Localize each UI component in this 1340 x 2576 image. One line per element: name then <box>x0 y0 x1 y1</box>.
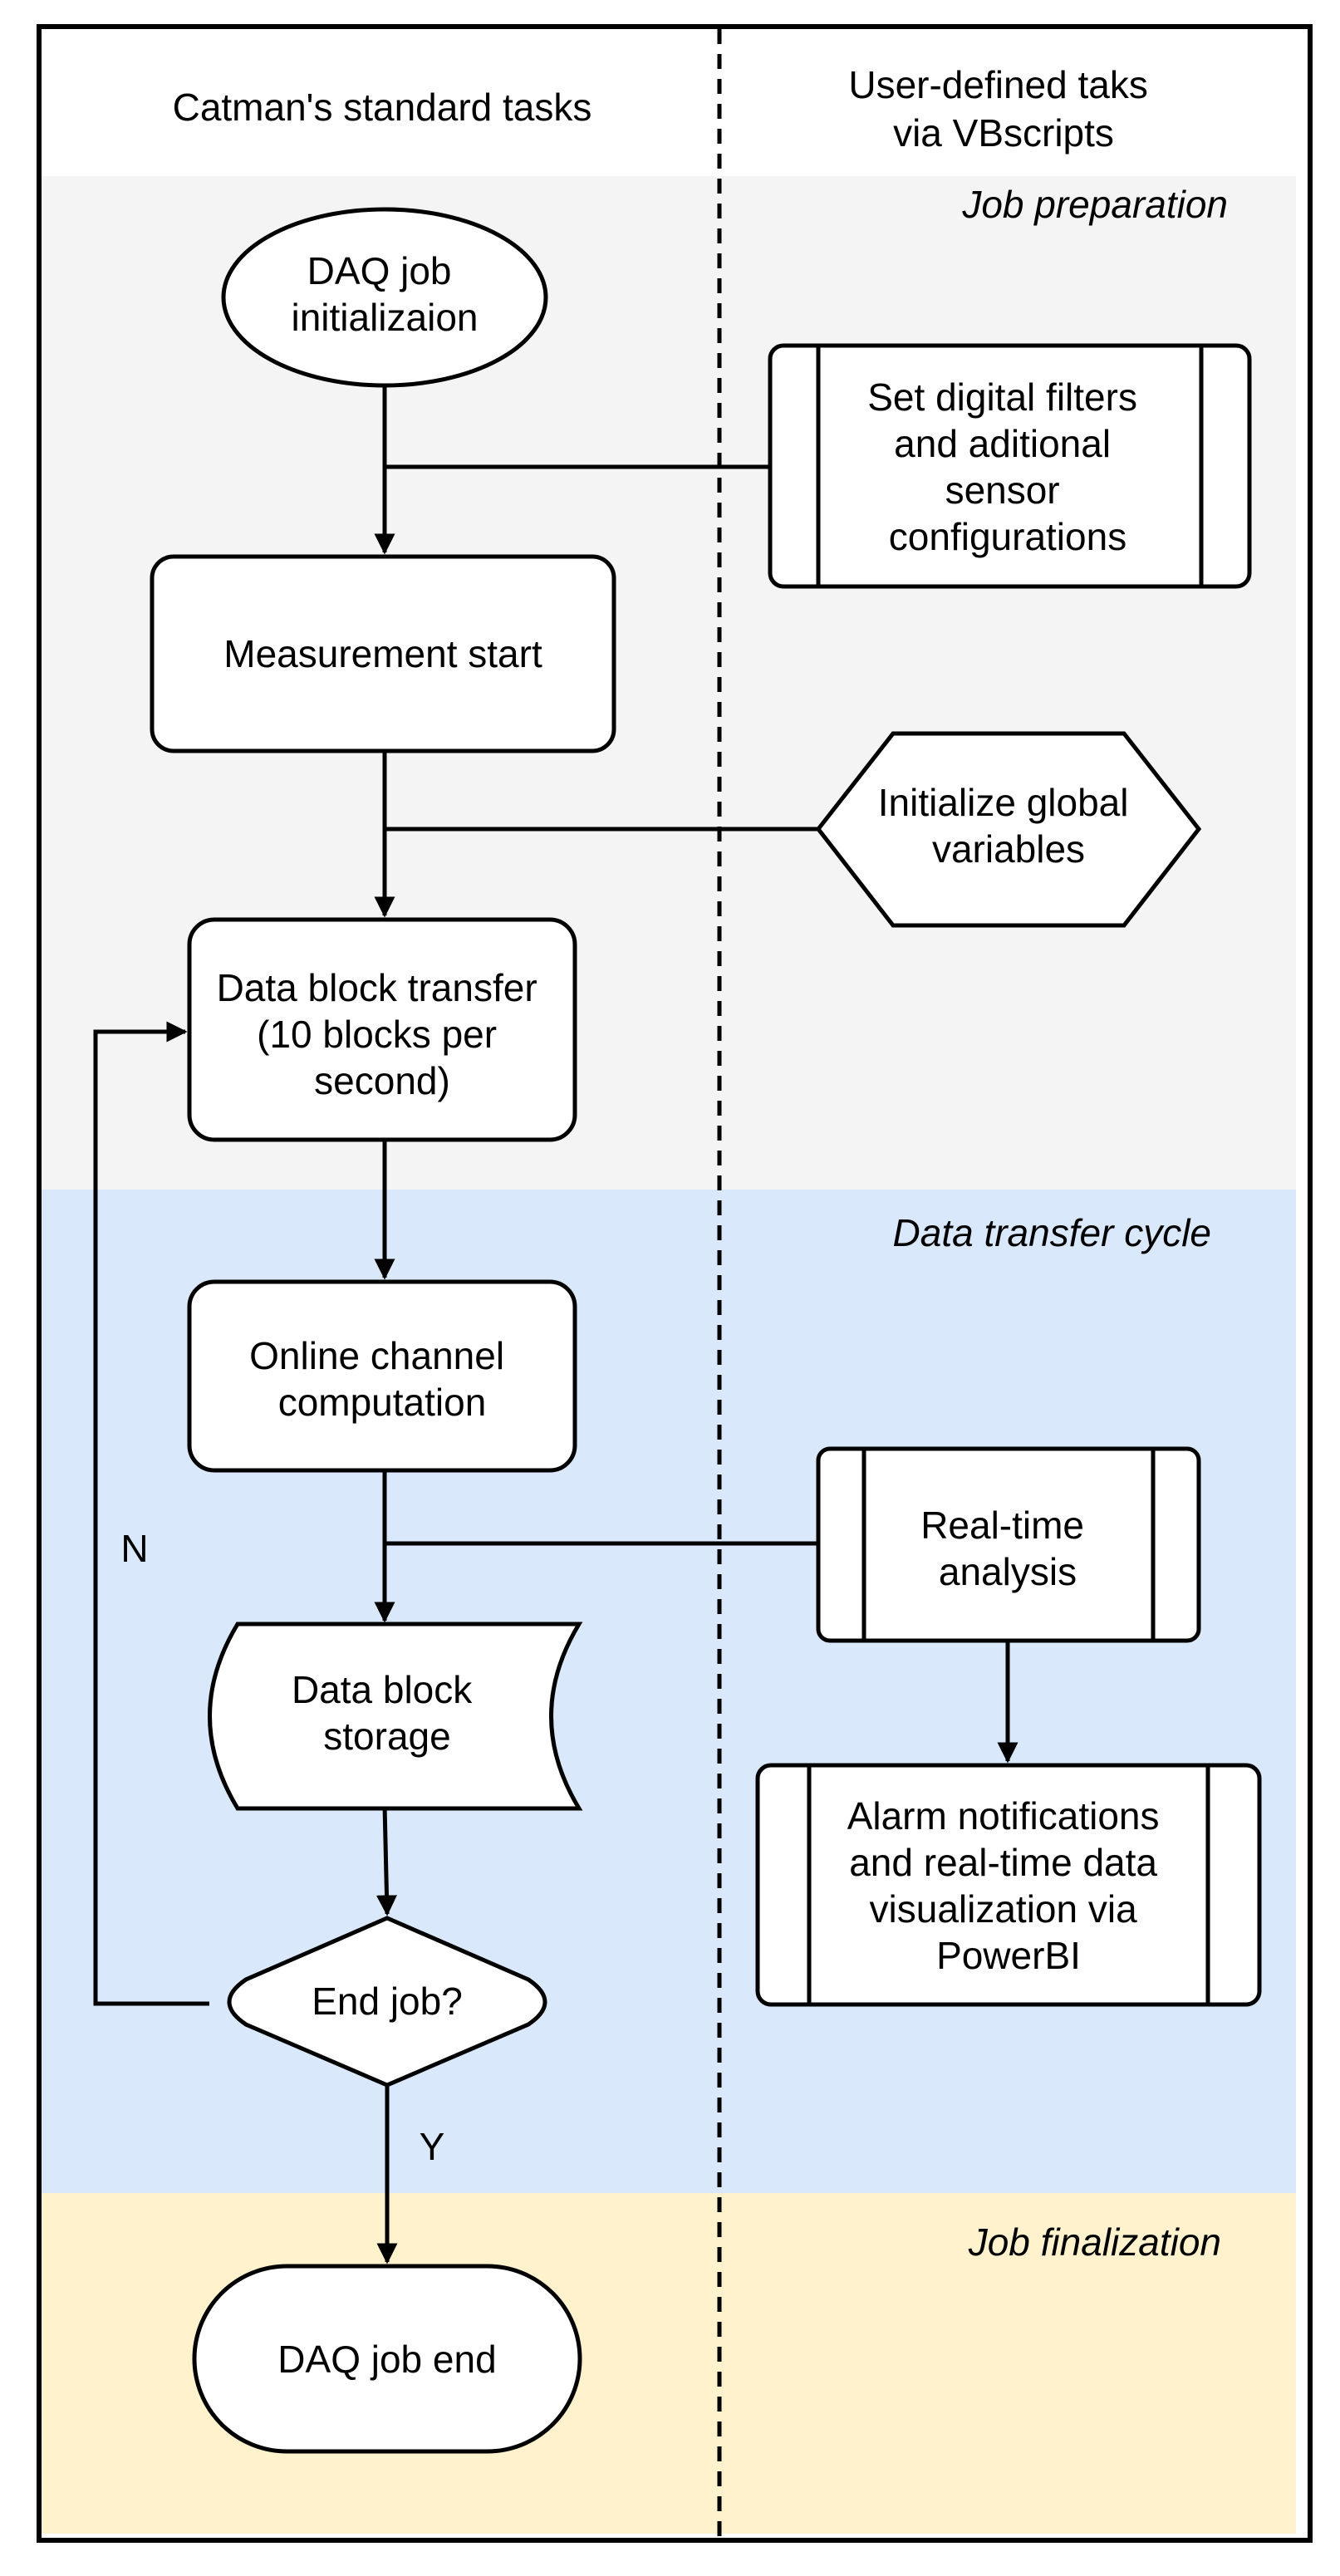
node-end-job-decision: End job? <box>227 1916 547 2088</box>
alarms-line-4: PowerBI <box>936 1934 1081 1977</box>
connectors <box>93 387 1018 2264</box>
filters-line-4: configurations <box>889 515 1126 558</box>
node-daq-init: DAQ job initializaion <box>221 207 548 388</box>
realtime-analysis-shape <box>816 1446 1201 1643</box>
right-lane-header-line-1: User-defined taks <box>848 63 1148 106</box>
filters-line-2: and aditional <box>894 422 1111 465</box>
data-transfer-line-3: second) <box>314 1059 450 1102</box>
end-decision-label: End job? <box>312 1980 463 2023</box>
right-lane-header-line-2: via VBscripts <box>893 111 1114 155</box>
storage-shape <box>208 1622 583 1811</box>
node-data-block-transfer: Data block transfer (10 blocks per secon… <box>187 917 577 1142</box>
node-set-digital-filters: Set digital filters and aditional sensor… <box>768 343 1252 589</box>
data-transfer-shape <box>187 917 577 1142</box>
filters-line-1: Set digital filters <box>867 375 1137 419</box>
node-online-computation: Online channel computation <box>187 1279 577 1473</box>
alarms-shape <box>755 1763 1262 2007</box>
realtime-analysis-line-2: analysis <box>939 1550 1077 1593</box>
node-daq-end: DAQ job end <box>192 2264 582 2454</box>
storage-line-2: storage <box>323 1715 450 1758</box>
online-computation-line-1: Online channel <box>249 1334 504 1377</box>
right-lane-header: User-defined taks via VBscripts <box>848 63 1158 155</box>
filters-line-3: sensor <box>945 469 1060 512</box>
daq-init-line-2: initializaion <box>291 296 478 339</box>
measurement-start-label: Measurement start <box>223 632 542 675</box>
phase-label-preparation: Job preparation <box>961 183 1228 226</box>
edge-no-loop <box>93 1021 209 2006</box>
init-globals-shape <box>815 731 1202 928</box>
left-lane-header: Catman's standard tasks <box>173 86 592 129</box>
realtime-analysis-label: Real-time analysis <box>920 1504 1095 1593</box>
phase-label-transfer: Data transfer cycle <box>893 1211 1211 1254</box>
node-realtime-analysis: Real-time analysis <box>816 1446 1201 1643</box>
measurement-start-shape <box>150 554 616 753</box>
alarms-line-3: visualization via <box>870 1887 1138 1931</box>
online-computation-line-2: computation <box>278 1381 487 1424</box>
init-globals-line-1: Initialize global <box>878 781 1129 824</box>
init-globals-label: Initialize global variables <box>878 781 1140 871</box>
online-computation-shape <box>187 1279 577 1473</box>
daq-init-shape <box>221 207 548 388</box>
daq-init-line-1: DAQ job <box>307 249 452 292</box>
filters-shape <box>768 343 1252 589</box>
edge-storage-to-decision <box>375 1804 397 1916</box>
init-globals-line-2: variables <box>932 827 1085 871</box>
node-measurement-start: Measurement start <box>150 554 616 753</box>
storage-line-1: Data block <box>292 1668 473 1711</box>
diagram-frame <box>37 24 1313 2543</box>
realtime-analysis-line-1: Real-time <box>920 1504 1084 1547</box>
storage-label: Data block storage <box>292 1668 483 1758</box>
phase-label-finalization: Job finalization <box>968 2220 1221 2264</box>
edge-label-yes: Y <box>420 2125 445 2168</box>
data-transfer-line-1: Data block transfer <box>217 966 537 1009</box>
data-transfer-line-2: (10 blocks per <box>257 1013 497 1056</box>
end-decision-shape <box>227 1916 547 2088</box>
alarms-label: Alarm notifications and real-time data v… <box>847 1794 1171 1977</box>
daq-init-label: DAQ job initializaion <box>291 249 478 339</box>
alarms-line-2: and real-time data <box>849 1841 1157 1884</box>
node-data-block-storage: Data block storage <box>208 1622 583 1811</box>
node-alarm-notifications: Alarm notifications and real-time data v… <box>755 1763 1262 2007</box>
alarms-line-1: Alarm notifications <box>847 1794 1160 1838</box>
node-initialize-globals: Initialize global variables <box>815 731 1202 928</box>
daq-end-shape <box>192 2264 582 2454</box>
data-transfer-label: Data block transfer (10 blocks per secon… <box>217 966 548 1102</box>
online-computation-label: Online channel computation <box>249 1334 515 1424</box>
filters-label: Set digital filters and aditional sensor… <box>867 375 1147 558</box>
daq-end-label: DAQ job end <box>277 2338 496 2381</box>
edge-label-no: N <box>120 1527 148 1570</box>
